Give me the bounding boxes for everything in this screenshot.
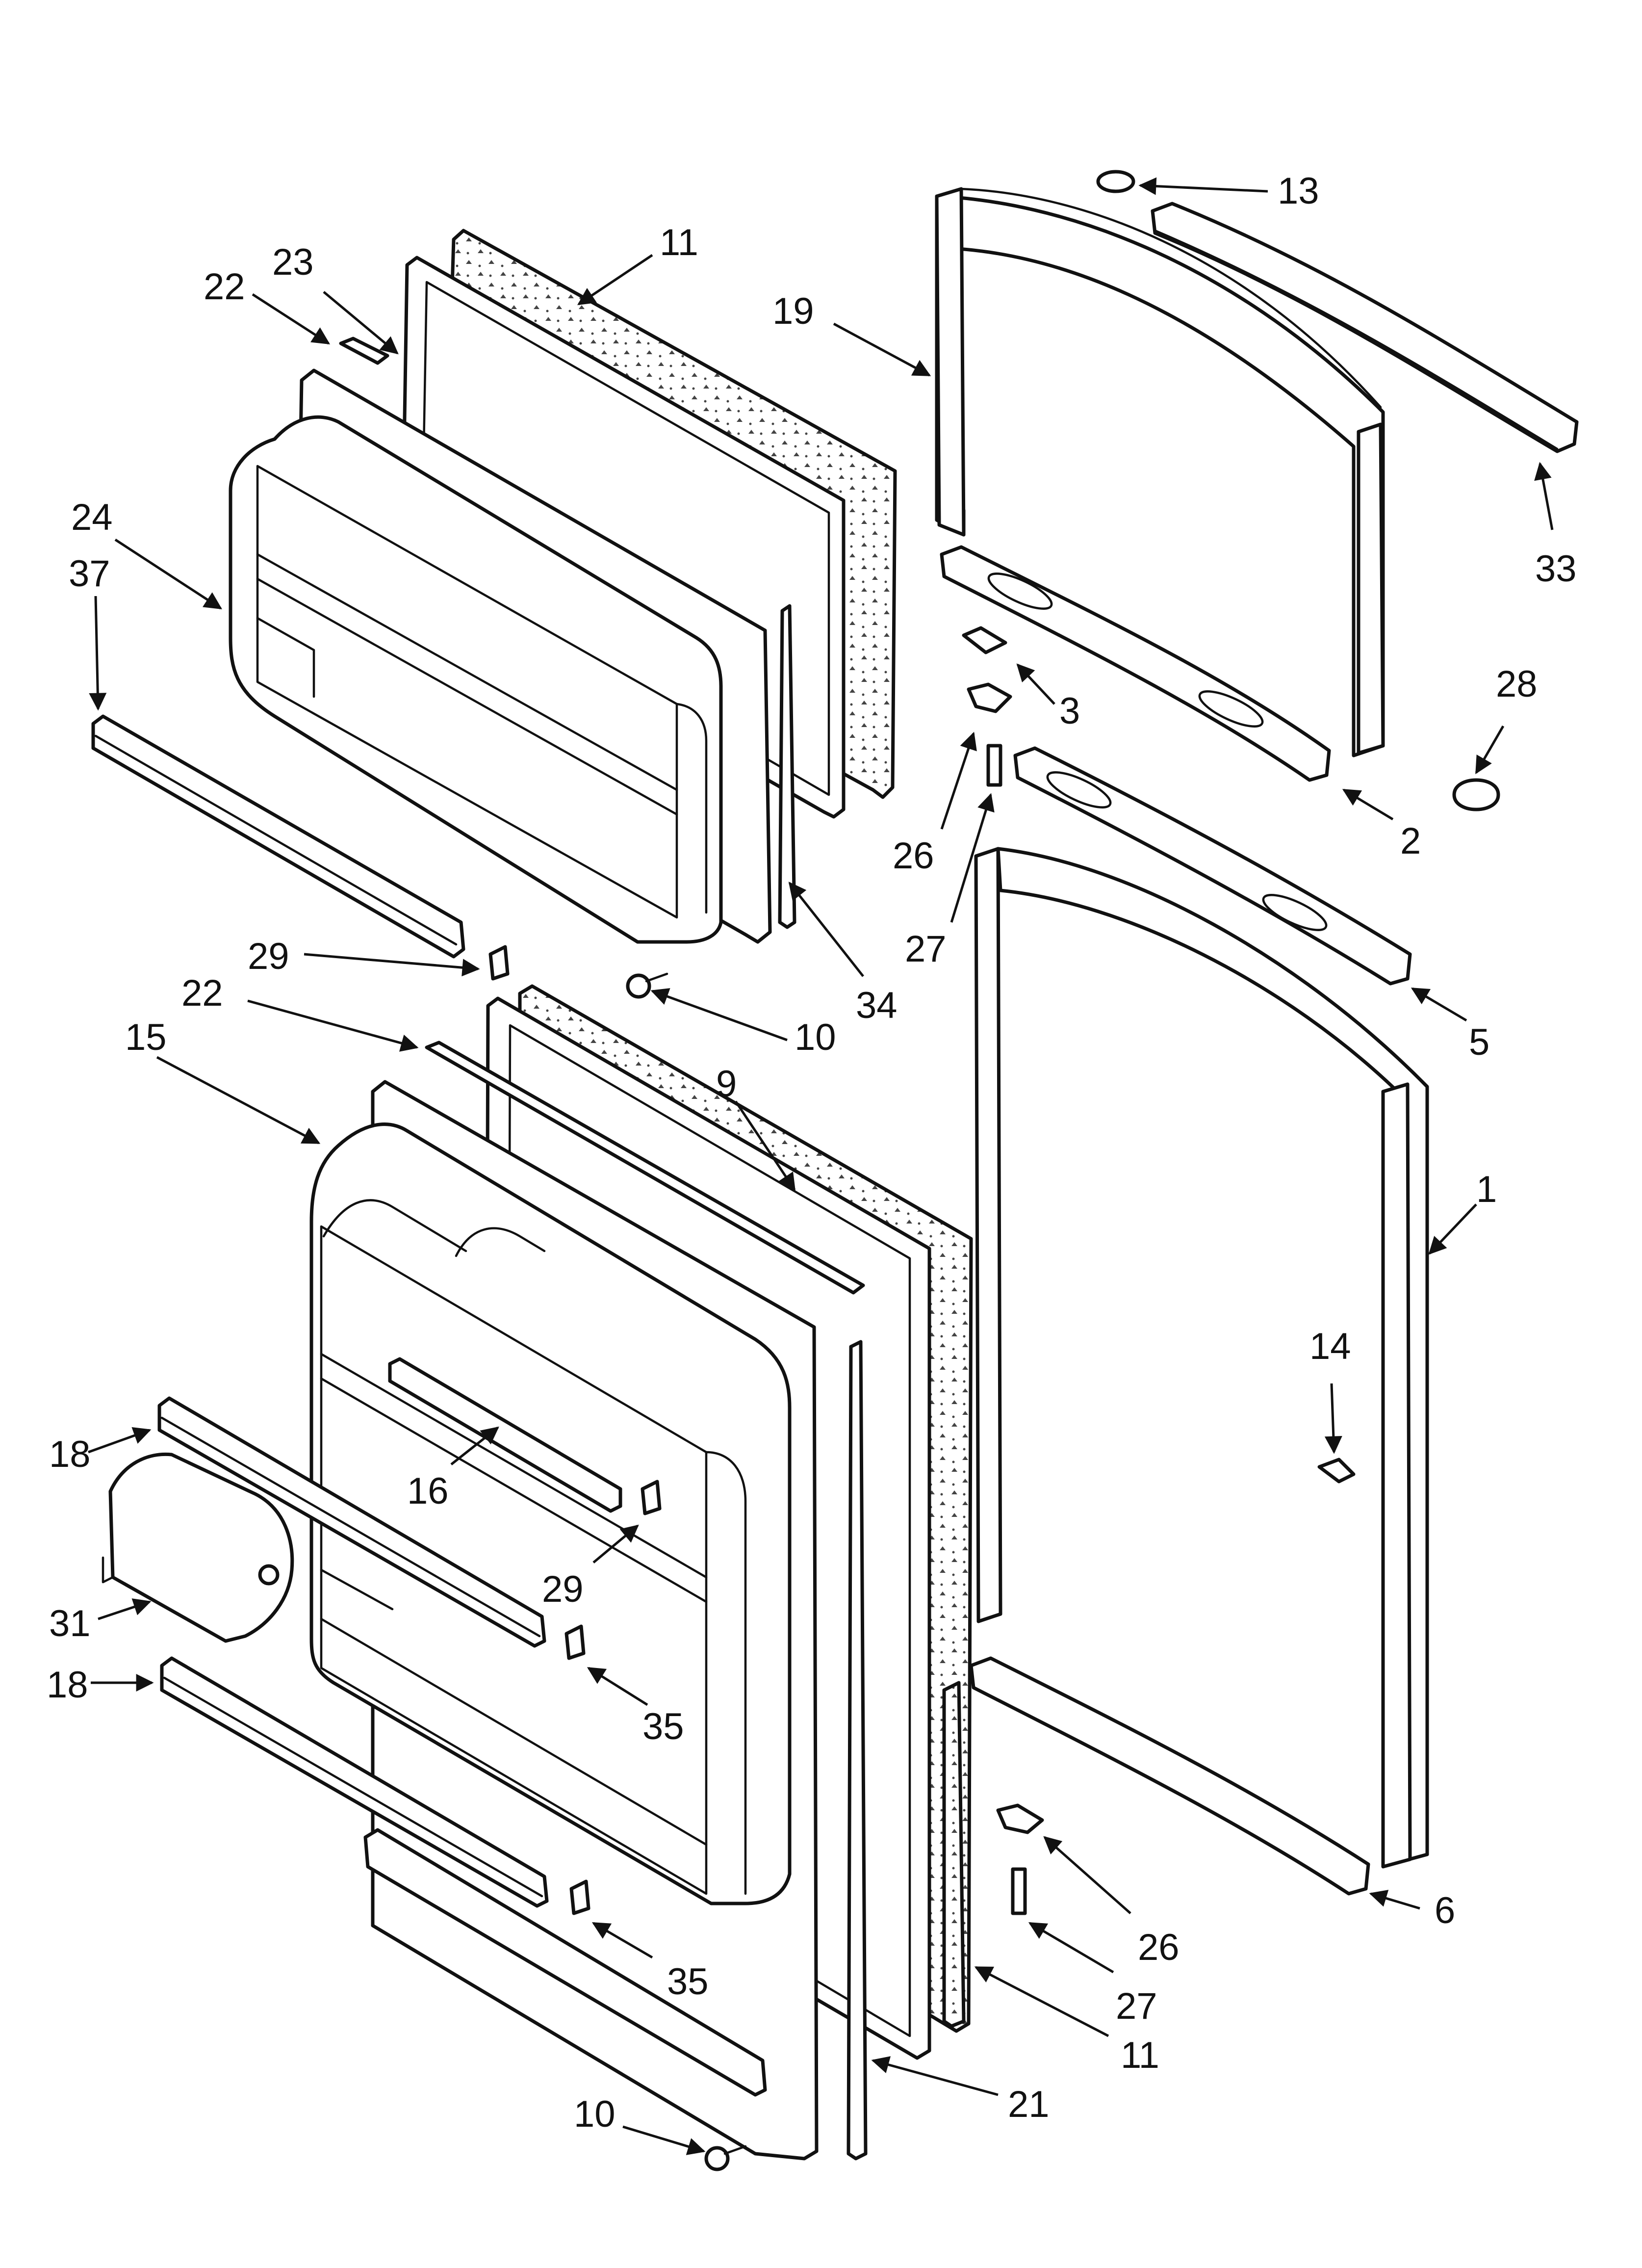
callout-3: 3 [1059, 690, 1080, 732]
callout-16: 16 [407, 1470, 449, 1512]
callout-34: 34 [856, 985, 898, 1026]
callout-37: 37 [69, 553, 110, 595]
screw [626, 973, 651, 999]
hinge-lower [996, 1803, 1044, 1834]
leader-lines [88, 177, 1554, 2155]
callout-29-upper: 29 [248, 936, 289, 977]
door-stop-bracket [1317, 1458, 1356, 1484]
hinge-plate [962, 626, 1007, 654]
freezer-door-assembly [91, 229, 897, 999]
screw-lower [704, 2146, 730, 2171]
callout-11-lower: 11 [1121, 2034, 1159, 2076]
freezer-shelf-rail [91, 714, 465, 959]
callout-14: 14 [1309, 1326, 1351, 1367]
shelf-clip-29 [641, 1480, 662, 1515]
callout-33: 33 [1535, 548, 1577, 590]
freezer-outer-door [935, 194, 1385, 757]
callout-2: 2 [1400, 820, 1421, 862]
fresh-food-door-liner [309, 1122, 792, 1905]
fresh-food-door-rail [847, 1340, 868, 2161]
top-door-trim-cap [1151, 202, 1579, 453]
fresh-food-outer-door [974, 847, 1429, 1869]
callout-26-lower: 26 [1138, 1927, 1180, 1968]
plug-ring [1096, 170, 1135, 193]
door-shelf-rail [388, 1357, 622, 1513]
shelf-clip [488, 945, 510, 981]
freezer-door-liner [229, 415, 723, 944]
callout-5: 5 [1469, 1021, 1489, 1063]
callout-35-lower: 35 [667, 1961, 709, 2003]
callout-28: 28 [1496, 663, 1538, 705]
callout-26-upper: 26 [893, 835, 934, 877]
upper-door-outer-panel [935, 187, 1385, 757]
hinge-screw-lower [1011, 1867, 1027, 1915]
callout-labels: 13 19 33 28 3 2 26 27 5 1 14 6 26 27 11 … [47, 170, 1577, 2135]
shelf-clip-35-upper [564, 1624, 586, 1660]
callout-29-lower: 29 [542, 1568, 584, 1610]
door-foam-strip [942, 1681, 966, 2028]
bottom-door-trim [969, 1656, 1370, 1896]
callout-22-upper: 22 [204, 266, 245, 308]
hinge-upper [967, 682, 1012, 713]
freezer-door-rail [778, 604, 796, 929]
callout-11-upper: 11 [660, 222, 698, 263]
fresh-food-door-lower-frame [363, 1828, 767, 2097]
callout-18-lower: 18 [47, 1664, 88, 1706]
callout-24: 24 [71, 496, 113, 538]
callout-22-lower: 22 [181, 972, 223, 1014]
callout-23: 23 [272, 241, 314, 283]
callout-21: 21 [1008, 2084, 1050, 2125]
callout-31: 31 [49, 1603, 91, 1644]
callout-19: 19 [772, 290, 814, 332]
callout-6: 6 [1435, 1890, 1455, 1931]
freezer-trim-strip [339, 337, 389, 365]
shelf-clip-35-lower [569, 1879, 590, 1915]
callout-10-lower: 10 [574, 2093, 616, 2135]
fresh-food-handle-trim [1013, 746, 1412, 986]
hinge-screw-upper [986, 744, 1002, 787]
fresh-food-trim-strip [425, 1041, 865, 1295]
callout-10-upper: 10 [795, 1017, 836, 1058]
callout-35-upper: 35 [642, 1706, 684, 1747]
callout-13: 13 [1278, 170, 1319, 212]
callout-1: 1 [1476, 1169, 1497, 1210]
callout-18-upper: 18 [49, 1434, 91, 1475]
callout-27-upper: 27 [905, 928, 947, 970]
callout-9: 9 [716, 1063, 737, 1105]
dairy-compartment-door [108, 1452, 294, 1643]
callout-27-lower: 27 [1116, 1985, 1157, 2027]
hole-plug [1452, 778, 1500, 811]
callout-15: 15 [125, 1017, 167, 1058]
fresh-food-door-assembly [102, 984, 973, 2171]
dairy-door-knob [258, 1564, 280, 1586]
